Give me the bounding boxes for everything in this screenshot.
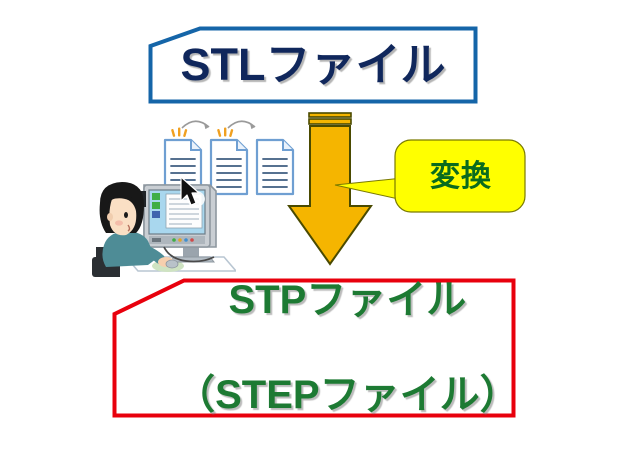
callout-label: 変換: [430, 160, 492, 193]
stl-box-outline: [148, 26, 478, 104]
sparkle-icon: [171, 127, 188, 137]
document-stack-icon: [158, 112, 298, 200]
documents-svg: [163, 120, 295, 196]
stp-box-line2: （STEPファイル）: [175, 372, 520, 417]
document-icon: [255, 138, 295, 196]
down-arrow-icon: [283, 112, 377, 270]
callout-svg: [334, 139, 526, 213]
stp-file-box: STPファイル （STEPファイル）: [112, 278, 520, 418]
stp-box-line1: STPファイル: [228, 278, 467, 323]
curve-arrow-icon: [181, 120, 256, 129]
speech-bubble-callout: 変換: [333, 138, 527, 220]
cursor-svg: [180, 176, 200, 206]
mouse-cursor-icon: [178, 176, 202, 208]
stp-box-label: STPファイル （STEPファイル）: [108, 230, 519, 451]
down-arrow-svg: [287, 112, 373, 266]
person-computer-svg: [92, 182, 238, 277]
stp-box-outline: [112, 278, 516, 418]
sparkle-icon: [217, 127, 234, 137]
stl-file-box: STLファイル: [148, 26, 478, 104]
curve-arrow-head-icon: [204, 123, 255, 130]
person-at-computer-icon: [86, 173, 238, 283]
document-icon: [209, 138, 249, 196]
stl-box-label: STLファイル: [180, 38, 446, 90]
